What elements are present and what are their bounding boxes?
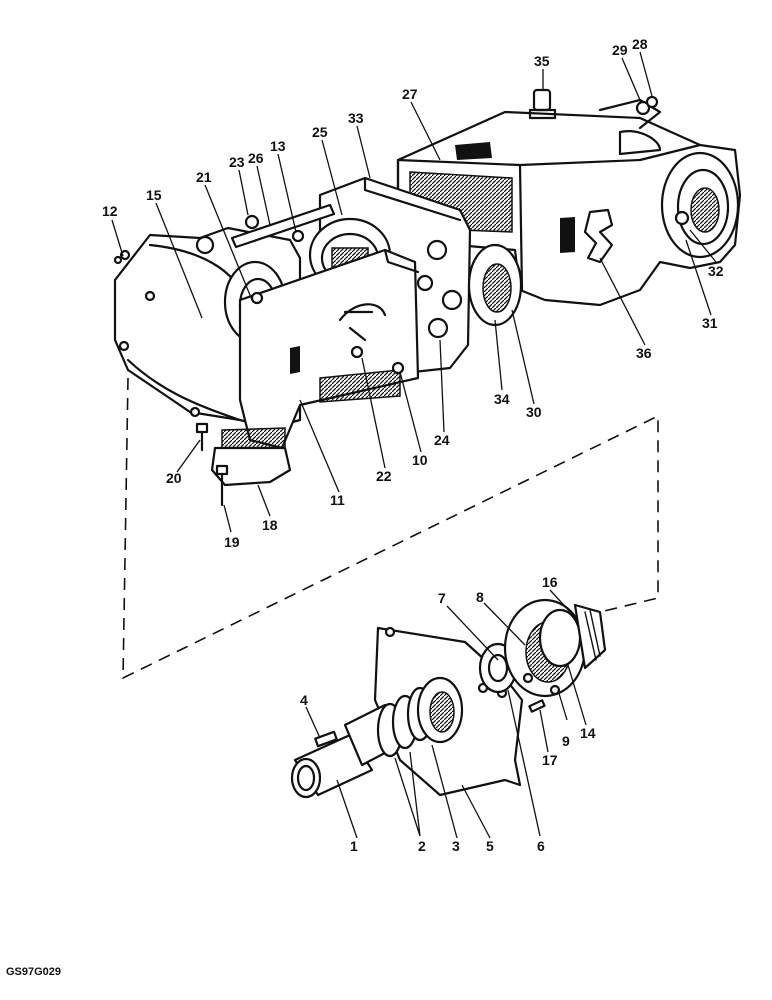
callout-1: 1 xyxy=(350,838,358,854)
callout-25: 25 xyxy=(312,124,328,140)
callout-35: 35 xyxy=(534,53,550,69)
callout-2: 2 xyxy=(418,838,426,854)
callout-24: 24 xyxy=(434,432,450,448)
callout-23: 23 xyxy=(229,154,245,170)
callout-11: 11 xyxy=(330,492,345,508)
callout-21: 21 xyxy=(196,169,212,185)
callout-34: 34 xyxy=(494,391,510,407)
rear-axle-housing xyxy=(396,88,742,307)
assembly-dashed-line xyxy=(122,377,659,680)
figure-code: GS97G029 xyxy=(6,966,62,978)
callout-29: 29 xyxy=(612,42,628,58)
callout-31: 31 xyxy=(702,315,718,331)
callout-30: 30 xyxy=(526,404,542,420)
callout-9: 9 xyxy=(562,733,570,749)
callout-labels: 1 2 3 4 5 6 7 8 9 10 11 12 13 14 15 16 1… xyxy=(102,36,724,854)
callout-5: 5 xyxy=(486,838,494,854)
callout-6: 6 xyxy=(537,838,545,854)
leader-lines xyxy=(111,51,717,839)
callout-36: 36 xyxy=(636,345,652,361)
callout-15: 15 xyxy=(146,187,162,203)
callout-22: 22 xyxy=(376,468,392,484)
callout-8: 8 xyxy=(476,589,484,605)
callout-14: 14 xyxy=(580,725,596,741)
callout-7: 7 xyxy=(438,590,446,606)
callout-4: 4 xyxy=(300,692,308,708)
callout-27: 27 xyxy=(402,86,418,102)
callout-12: 12 xyxy=(102,203,118,219)
pto-assembly xyxy=(290,598,607,799)
callout-13: 13 xyxy=(270,138,286,154)
callout-10: 10 xyxy=(412,452,428,468)
callout-28: 28 xyxy=(632,36,648,52)
callout-16: 16 xyxy=(542,574,558,590)
callout-17: 17 xyxy=(542,752,558,768)
front-housing xyxy=(113,203,420,507)
callout-33: 33 xyxy=(348,110,364,126)
callout-32: 32 xyxy=(708,263,724,279)
callout-26: 26 xyxy=(248,150,264,166)
callout-20: 20 xyxy=(166,470,182,486)
callout-3: 3 xyxy=(452,838,460,854)
callout-19: 19 xyxy=(224,534,240,550)
callout-18: 18 xyxy=(262,517,278,533)
